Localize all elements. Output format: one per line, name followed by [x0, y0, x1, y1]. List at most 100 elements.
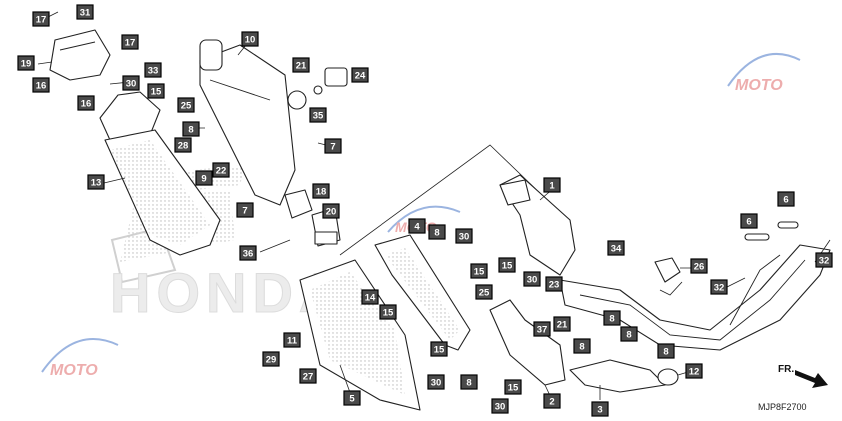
callout-number: 15 — [474, 267, 485, 278]
callout-17: 17 — [121, 34, 139, 50]
callout-box — [182, 121, 200, 137]
callout-number: 16 — [81, 99, 92, 110]
callout-12: 12 — [685, 363, 703, 379]
callout-number: 15 — [502, 261, 513, 272]
honda-brand-text: HONDA — [110, 261, 345, 324]
callout-box — [777, 191, 795, 207]
callout-number: 30 — [527, 275, 538, 286]
callout-box — [292, 57, 310, 73]
callout-number: 7 — [330, 142, 335, 153]
callout-32: 32 — [710, 279, 728, 295]
callout-8: 8 — [573, 338, 591, 354]
callout-25: 25 — [475, 284, 493, 300]
callout-box — [283, 332, 301, 348]
callout-32: 32 — [815, 252, 833, 268]
callout-box — [573, 338, 591, 354]
mounting-bracket — [489, 299, 566, 386]
callout-box — [32, 77, 50, 93]
callout-box — [212, 162, 230, 178]
callout-number: 18 — [316, 187, 327, 198]
callout-2: 2 — [543, 393, 561, 409]
callout-13: 13 — [87, 174, 105, 190]
callout-34: 34 — [607, 240, 625, 256]
callout-number: 1 — [549, 181, 555, 192]
callout-number: 6 — [783, 195, 788, 206]
callout-number: 21 — [557, 320, 568, 331]
callout-27: 27 — [299, 368, 317, 384]
callout-box — [361, 289, 379, 305]
callout-6: 6 — [740, 213, 758, 229]
callout-number: 15 — [508, 383, 519, 394]
callout-16: 16 — [32, 77, 50, 93]
callout-box — [470, 263, 488, 279]
callout-19: 19 — [17, 55, 35, 71]
callout-box — [322, 203, 340, 219]
callout-number: 22 — [216, 166, 227, 177]
callout-30: 30 — [523, 271, 541, 287]
callout-box — [710, 279, 728, 295]
callout-15: 15 — [379, 304, 397, 320]
callout-box — [498, 257, 516, 273]
callout-number: 30 — [459, 232, 470, 243]
callout-box — [545, 276, 563, 292]
callout-number: 21 — [296, 61, 307, 72]
callout-box — [408, 218, 426, 234]
callout-number: 32 — [714, 283, 725, 294]
callout-box — [144, 62, 162, 78]
callout-number: 34 — [611, 244, 622, 255]
callout-box — [543, 177, 561, 193]
callout-30: 30 — [122, 75, 140, 91]
callout-box — [607, 240, 625, 256]
callout-23: 23 — [545, 276, 563, 292]
callout-number: 31 — [80, 8, 91, 19]
callout-box — [553, 316, 571, 332]
callout-box — [17, 55, 35, 71]
callout-number: 30 — [495, 402, 506, 413]
callout-36: 36 — [239, 245, 257, 261]
callout-21: 21 — [292, 57, 310, 73]
callout-number: 20 — [326, 207, 337, 218]
front-direction-indicator: FR. — [778, 364, 828, 388]
callout-box — [87, 174, 105, 190]
callout-26: 26 — [690, 258, 708, 274]
callout-box — [122, 75, 140, 91]
callout-number: 3 — [597, 405, 602, 416]
callout-30: 30 — [427, 374, 445, 390]
callout-11: 11 — [283, 332, 301, 348]
callout-number: 33 — [148, 66, 159, 77]
callout-number: 11 — [287, 336, 298, 347]
callout-8: 8 — [603, 310, 621, 326]
callout-box — [685, 363, 703, 379]
callout-number: 8 — [466, 378, 471, 389]
muffler-outlet — [284, 189, 313, 219]
callout-box — [309, 107, 327, 123]
callout-number: 8 — [579, 342, 584, 353]
muffler-heat-shield — [104, 129, 221, 256]
callout-20: 20 — [322, 203, 340, 219]
callout-box — [475, 284, 493, 300]
callout-28: 28 — [174, 137, 192, 153]
callout-box — [121, 34, 139, 50]
callout-box — [815, 252, 833, 268]
callout-number: 19 — [21, 59, 32, 70]
callout-box — [657, 343, 675, 359]
callout-number: 25 — [181, 101, 192, 112]
callout-number: 37 — [537, 325, 548, 336]
callout-box — [174, 137, 192, 153]
callout-box — [430, 341, 448, 357]
callout-number: 35 — [313, 111, 324, 122]
callout-number: 24 — [355, 71, 366, 82]
callout-number: 25 — [479, 288, 490, 299]
callout-number: 8 — [434, 228, 439, 239]
callout-number: 29 — [266, 355, 277, 366]
callout-box — [491, 398, 509, 414]
callout-37: 37 — [533, 321, 551, 337]
callout-15: 15 — [430, 341, 448, 357]
callout-number: 26 — [694, 262, 705, 273]
callout-number: 27 — [303, 372, 314, 383]
callout-15: 15 — [147, 83, 165, 99]
callout-number: 15 — [383, 308, 394, 319]
callout-number: 8 — [609, 314, 614, 325]
callout-number: 32 — [819, 256, 830, 267]
